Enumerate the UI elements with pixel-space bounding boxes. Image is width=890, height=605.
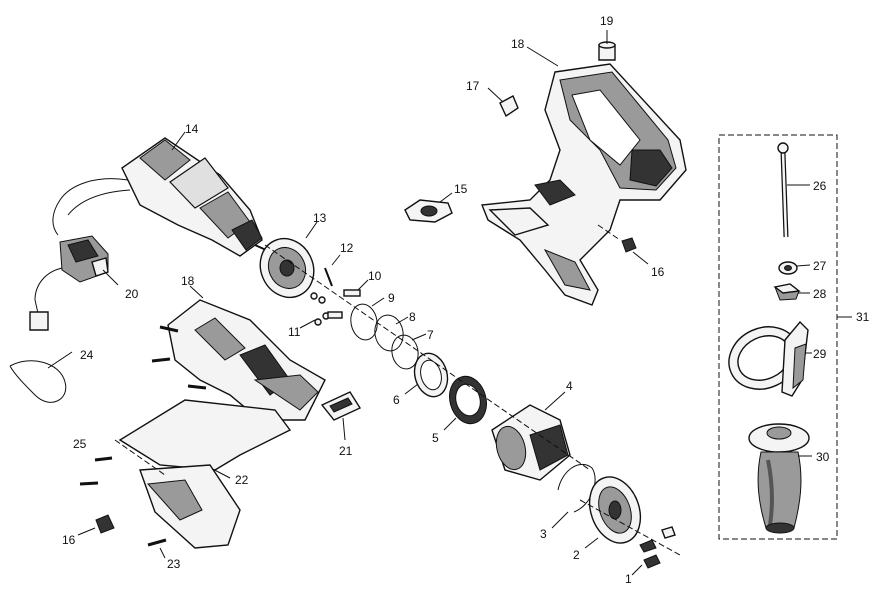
part-label-26: 26 [813,179,827,193]
part-label-20: 20 [125,287,139,301]
assembly-axis [264,244,591,471]
part-label-7: 7 [427,328,434,342]
gear-assembly [259,221,318,299]
cord-wire [9,351,73,403]
part-label-19: 19 [600,14,614,28]
clutch-rings [404,352,487,431]
housing-screw-pin [598,30,616,61]
housing-half-left [151,285,326,421]
part-label-31: 31 [856,310,870,324]
small-lock-nut [597,224,649,265]
part-label-8: 8 [409,310,416,324]
part-label-3: 3 [540,527,547,541]
part-label-6: 6 [393,393,400,407]
part-label-2: 2 [573,548,580,562]
accessory-kit-box [718,134,852,540]
front-cover [584,476,642,549]
part-label-16-lower: 16 [62,533,76,547]
part-label-22: 22 [235,473,249,487]
depth-rod [777,142,810,238]
part-label-9: 9 [388,291,395,305]
lower-screw [147,538,167,559]
part-label-25: 25 [73,437,87,451]
part-label-27: 27 [813,259,827,273]
part-label-1: 1 [625,572,632,586]
housing-half-right [481,63,687,306]
part-label-4: 4 [566,379,573,393]
part-label-11: 11 [288,325,301,339]
lower-lock-nut [77,514,115,536]
handle-grip [748,423,812,534]
motor [52,131,267,257]
clutch-collar [491,391,571,481]
part-label-16-upper: 16 [651,265,665,279]
part-label-10: 10 [368,269,382,283]
part-label-24: 24 [80,348,94,362]
part-label-17: 17 [466,79,480,93]
part-label-13: 13 [313,211,327,225]
small-hardware [299,254,427,370]
handle-clamp [728,320,812,397]
cover-screw [79,456,113,486]
trigger-switch [29,235,119,331]
plate [404,192,453,223]
part-label-15: 15 [454,182,468,196]
nut [778,261,811,275]
front-screws [579,499,681,576]
part-label-5: 5 [432,431,439,445]
clamp-block [773,283,810,301]
part-label-18-upper: 18 [511,37,525,51]
part-label-14: 14 [185,122,199,136]
part-label-18-lower: 18 [181,274,195,288]
housing-plug [487,87,519,118]
retaining-ring [551,463,596,529]
part-label-23: 23 [167,557,181,571]
part-label-21: 21 [339,444,353,458]
part-label-12: 12 [340,241,354,255]
part-label-29: 29 [813,347,827,361]
label-plate [320,391,362,441]
lower-cover [114,439,241,549]
part-label-28: 28 [813,287,827,301]
part-label-30: 30 [816,450,830,464]
